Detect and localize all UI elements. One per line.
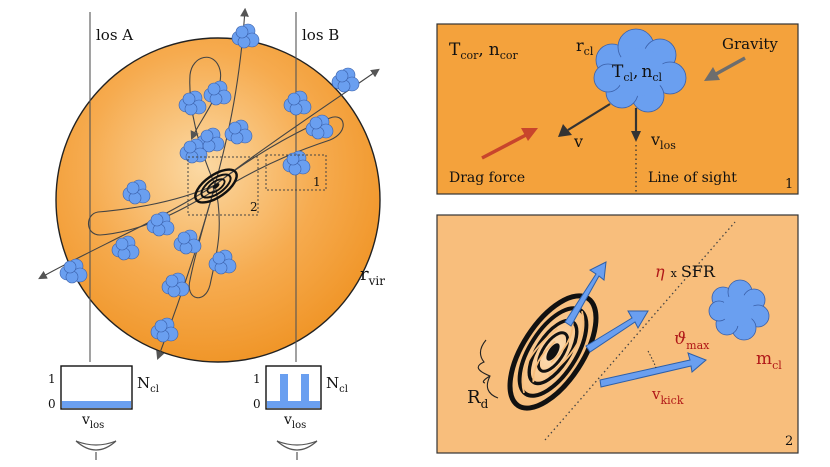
gravity-arrow: [715, 56, 746, 76]
histogram-a: 1 0 Ncl vlos: [48, 365, 159, 460]
panel-1: Tcor,ncor rcl Tcl,ncl Gravity v vlos Lin…: [436, 23, 799, 195]
cloud-icon: [593, 28, 687, 113]
histogram-b: 1 0 Ncl vlos: [253, 365, 348, 460]
outflow-arrows: [564, 261, 707, 388]
trajectory-8: [188, 184, 220, 299]
zoom-box-1-number: 1: [313, 175, 321, 189]
histogram-b-n-cl: Ncl: [326, 374, 348, 395]
theta-max-arc: [647, 350, 657, 369]
panel-2-number: 2: [785, 434, 793, 449]
kick-arrow: [599, 352, 707, 388]
m-cl-label: mcl: [756, 349, 782, 372]
disk-axis: [544, 221, 736, 441]
cloud-icon: [331, 67, 360, 93]
v-los-label: vlos: [650, 130, 676, 152]
eye-icon: [75, 440, 117, 451]
histogram-b-y-bottom: 0: [253, 397, 261, 411]
los-a-label: los A: [96, 26, 133, 44]
zoom-box-1: [265, 154, 327, 191]
t-cor-label: Tcor,ncor: [449, 40, 519, 62]
velocity-label: v: [573, 132, 583, 151]
histogram-b-y-top: 1: [253, 372, 261, 386]
theta-max-label: ϑmax: [674, 329, 710, 352]
v-kick-label: vkick: [651, 385, 684, 407]
histogram-a-bar: [62, 401, 131, 408]
halo-group: los A los B: [38, 7, 385, 363]
r-d-brace: [477, 339, 499, 399]
line-of-sight-label: Line of sight: [648, 170, 737, 186]
los-b-label: los B: [302, 26, 339, 44]
gravity-label: Gravity: [722, 35, 778, 53]
v-los-arrow-head: [631, 131, 641, 142]
drag-force-arrow: [481, 133, 527, 160]
histogram-a-y-bottom: 0: [48, 397, 56, 411]
histogram-b-spike-1: [280, 374, 288, 402]
outflow-arrow-2: [585, 310, 649, 353]
histogram-b-spike-2: [301, 374, 309, 402]
eye-icon: [276, 440, 318, 451]
r-cl-label: rcl: [576, 36, 594, 58]
cloud-icon: [708, 279, 770, 341]
drag-force-label: Drag force: [449, 170, 525, 186]
zoom-box-2-number: 2: [250, 200, 258, 214]
histogram-a-v-los: vlos: [81, 412, 104, 431]
histogram-b-v-los: vlos: [283, 412, 306, 431]
drag-force-arrow-head: [521, 128, 538, 141]
r-vir-label: rvir: [360, 264, 385, 288]
histogram-a-n-cl: Ncl: [137, 374, 159, 395]
gravity-arrow-head: [704, 67, 720, 81]
panel-1-number: 1: [785, 177, 793, 192]
trajectory-6: [214, 116, 344, 186]
t-cl-n-cl-label: Tcl,ncl: [612, 62, 663, 84]
velocity-arrow: [567, 103, 611, 131]
r-d-label: Rd: [467, 387, 489, 411]
halo-galaxy: [194, 168, 238, 204]
histogram-a-y-top: 1: [48, 372, 56, 386]
cloud-icon: [231, 23, 260, 49]
histogram-b-bar-low: [267, 401, 320, 408]
outflow-arrow-1: [564, 261, 607, 327]
velocity-arrow-head: [558, 124, 572, 137]
